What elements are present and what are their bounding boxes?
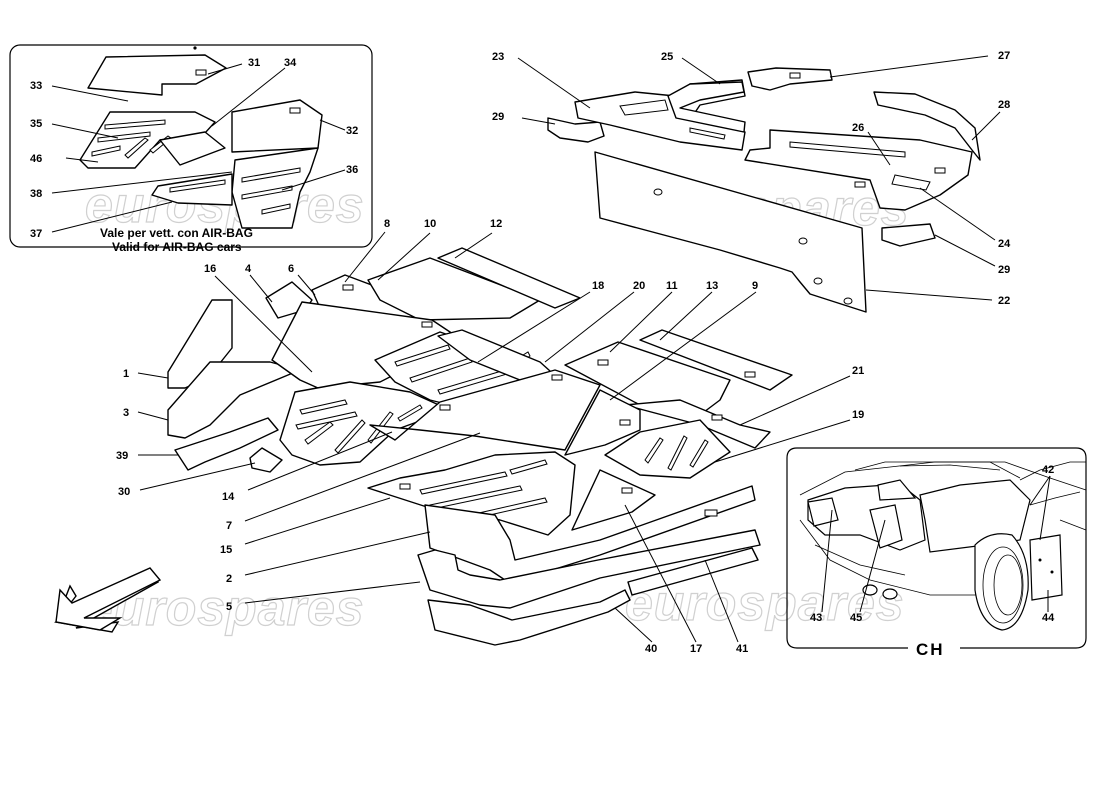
main-assembly — [167, 247, 793, 646]
part-32 — [231, 99, 323, 153]
part-5 — [417, 529, 761, 609]
callout-29-right: 29 — [998, 264, 1010, 276]
callout-33: 33 — [30, 80, 42, 92]
callout-23: 23 — [492, 51, 504, 63]
upper-assembly — [547, 67, 981, 313]
callout-6: 6 — [288, 263, 294, 275]
part-36 — [231, 147, 319, 229]
callout-11: 11 — [666, 280, 678, 292]
part-31-33 — [87, 54, 227, 96]
callout-38: 38 — [30, 188, 42, 200]
callout-34: 34 — [284, 57, 297, 69]
part-34 — [159, 131, 226, 166]
part-39 — [174, 417, 279, 471]
callout-22: 22 — [998, 295, 1010, 307]
inset-leaders — [51, 63, 346, 233]
callout-29-left: 29 — [492, 111, 504, 123]
callout-39: 39 — [116, 450, 128, 462]
callout-9: 9 — [752, 280, 758, 292]
callout-18: 18 — [592, 280, 604, 292]
part-28 — [873, 91, 981, 161]
inset-note-italian: Vale per vett. con AIR-BAG — [100, 226, 253, 240]
part-19 — [604, 419, 731, 479]
callout-26: 26 — [852, 122, 864, 134]
callout-numbers: 1 2 3 4 5 6 7 8 9 10 11 12 13 14 15 16 1… — [30, 50, 1055, 655]
inset-panels — [79, 54, 323, 229]
callout-19: 19 — [852, 409, 864, 421]
callout-2: 2 — [226, 573, 232, 585]
part-22 — [594, 151, 867, 313]
callout-43: 43 — [810, 612, 822, 624]
callout-15: 15 — [220, 544, 232, 556]
callout-35: 35 — [30, 118, 42, 130]
inset-note-english: Valid for AIR-BAG cars — [112, 240, 242, 254]
callout-21: 21 — [852, 365, 864, 377]
part-41 — [627, 547, 759, 596]
part-7 — [369, 369, 601, 451]
callout-10: 10 — [424, 218, 436, 230]
airbag-inset-frame — [9, 44, 373, 248]
callout-8: 8 — [384, 218, 390, 230]
part-10 — [367, 257, 541, 321]
part-2 — [424, 485, 756, 581]
callout-13: 13 — [706, 280, 718, 292]
part-27 — [747, 67, 833, 91]
callout-12: 12 — [490, 218, 502, 230]
callout-42: 42 — [1042, 464, 1054, 476]
part-29-left — [547, 117, 605, 143]
callout-30: 30 — [118, 486, 130, 498]
callout-7: 7 — [226, 520, 232, 532]
callout-27: 27 — [998, 50, 1010, 62]
direction-arrow-outline — [55, 567, 162, 631]
part-9 — [564, 389, 641, 456]
callout-37: 37 — [30, 228, 42, 240]
main-leaders — [137, 55, 1001, 643]
part-3 — [167, 361, 301, 439]
ch-leaders — [821, 475, 1051, 613]
inset-dot — [193, 46, 197, 50]
ch-car-illustration — [799, 461, 1087, 631]
callout-25: 25 — [661, 51, 673, 63]
callout-20: 20 — [633, 280, 645, 292]
callout-4: 4 — [245, 263, 252, 275]
callout-1: 1 — [123, 368, 129, 380]
callout-16: 16 — [204, 263, 216, 275]
callout-40: 40 — [645, 643, 657, 655]
callout-31: 31 — [248, 57, 260, 69]
part-30 — [249, 447, 283, 473]
callout-41: 41 — [736, 643, 748, 655]
part-24-26 — [744, 129, 973, 211]
callout-17: 17 — [690, 643, 702, 655]
part-29-right — [881, 223, 936, 247]
callout-24: 24 — [998, 238, 1011, 250]
ch-inset-frame — [786, 447, 1087, 649]
part-25 — [667, 81, 746, 133]
part-40 — [427, 589, 631, 646]
callout-44: 44 — [1042, 612, 1055, 624]
callout-28: 28 — [998, 99, 1010, 111]
callout-32: 32 — [346, 125, 358, 137]
part-17 — [571, 469, 656, 531]
callout-14: 14 — [222, 491, 235, 503]
callout-45: 45 — [850, 612, 862, 624]
callout-5: 5 — [226, 601, 232, 613]
ch-label: CH — [916, 640, 945, 659]
callout-46: 46 — [30, 153, 42, 165]
callout-3: 3 — [123, 407, 129, 419]
callout-36: 36 — [346, 164, 358, 176]
